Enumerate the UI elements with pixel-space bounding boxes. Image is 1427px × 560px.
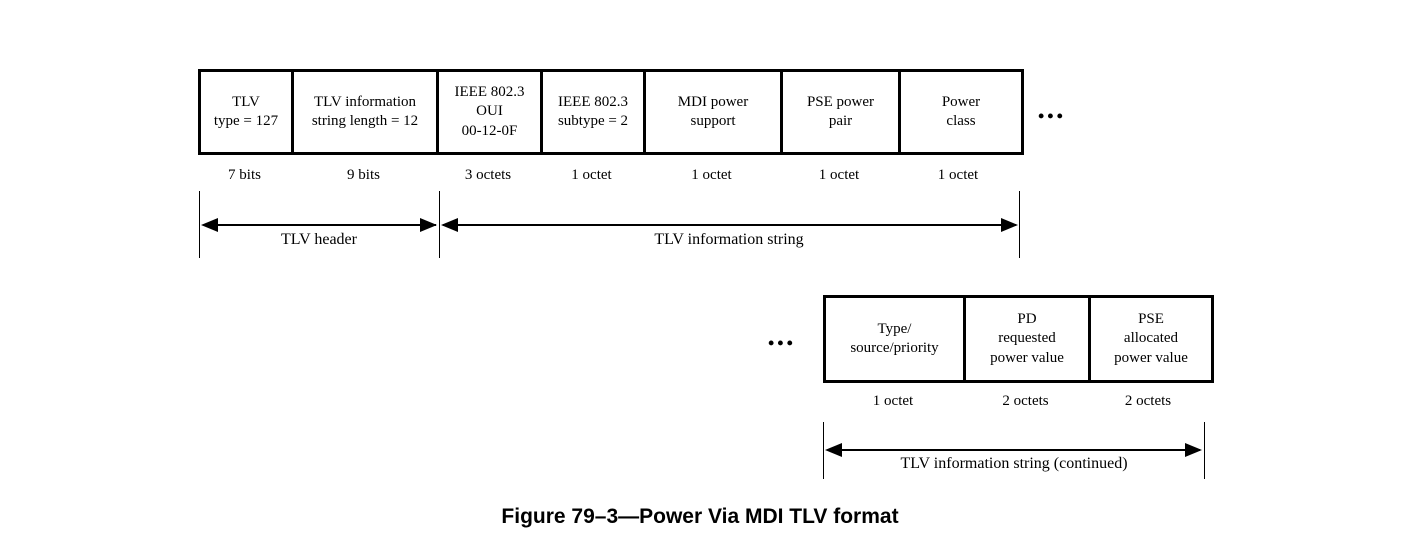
tick-line-middle xyxy=(439,191,440,258)
size-ieee-subtype: 1 octet xyxy=(571,167,612,183)
tlv-header-label: TLV header xyxy=(281,231,357,248)
cell-tlv-info-string-length: TLV information string length = 12 xyxy=(294,72,439,152)
tlv-header-arrowhead-right-icon xyxy=(420,218,437,232)
size-tlv-type: 7 bits xyxy=(228,167,261,183)
tlv-info-string-continued-arrow-line xyxy=(828,449,1200,451)
size-power-class: 1 octet xyxy=(937,167,979,183)
tlv-header-arrowhead-left-icon xyxy=(201,218,218,232)
tick-line-right xyxy=(1019,191,1020,258)
tlv-info-string-arrow-line xyxy=(443,224,1016,226)
cell-tlv-type: TLV type = 127 xyxy=(201,72,294,152)
size-type-source-priority: 1 octet xyxy=(872,393,914,409)
tlv-field-row: TLV type = 127 TLV information string le… xyxy=(198,69,1024,155)
tlv-info-string-label: TLV information string xyxy=(654,231,804,248)
size-ieee-oui: 3 octets xyxy=(464,167,512,183)
row1-continuation-ellipsis: ••• xyxy=(1038,106,1066,126)
tlv-field-size-row: 7 bits 9 bits 3 octets 1 octet 1 octet 1… xyxy=(198,167,1018,184)
cell-type-source-priority: Type/ source/priority xyxy=(826,298,966,380)
tick-line-continued-right xyxy=(1204,422,1205,479)
size-mdi-power-support: 1 octet xyxy=(691,167,732,183)
cell-mdi-power-support: MDI power support xyxy=(646,72,783,152)
cell-pse-allocated-power: PSE allocated power value xyxy=(1114,311,1188,366)
tlv-info-string-arrowhead-right-icon xyxy=(1001,218,1018,232)
size-tlv-info-string-length: 9 bits xyxy=(347,167,380,183)
size-pse-power-pair: 1 octet xyxy=(818,167,860,183)
cell-ieee-oui: IEEE 802.3 OUI 00-12-0F xyxy=(439,72,543,152)
tick-line-continued-left xyxy=(823,422,824,479)
cell-ieee-subtype: IEEE 802.3 subtype = 2 xyxy=(543,72,646,152)
tlv-info-string-continued-arrowhead-left-icon xyxy=(825,443,842,457)
figure-caption: Figure 79–3—Power Via MDI TLV format xyxy=(501,505,899,528)
size-pse-allocated-power: 2 octets xyxy=(1124,393,1172,409)
tlv-info-string-continued-arrowhead-right-icon xyxy=(1185,443,1202,457)
tlv-field-size-row-continued: 1 octet 2 octets 2 octets xyxy=(823,393,1208,410)
tlv-header-arrow-line xyxy=(204,224,436,226)
tick-line-left xyxy=(199,191,200,258)
size-pd-requested-power: 2 octets xyxy=(1002,393,1049,409)
cell-pse-power-pair: PSE power pair xyxy=(783,72,901,152)
tlv-info-string-continued-label: TLV information string (continued) xyxy=(900,455,1128,472)
cell-pd-requested-power: PD requested power value xyxy=(966,298,1091,380)
cell-power-class: Power class xyxy=(941,93,981,129)
row2-continuation-ellipsis: ••• xyxy=(768,333,796,353)
tlv-field-row-continued: Type/ source/priority PD requested power… xyxy=(823,295,1214,383)
tlv-info-string-arrowhead-left-icon xyxy=(441,218,458,232)
